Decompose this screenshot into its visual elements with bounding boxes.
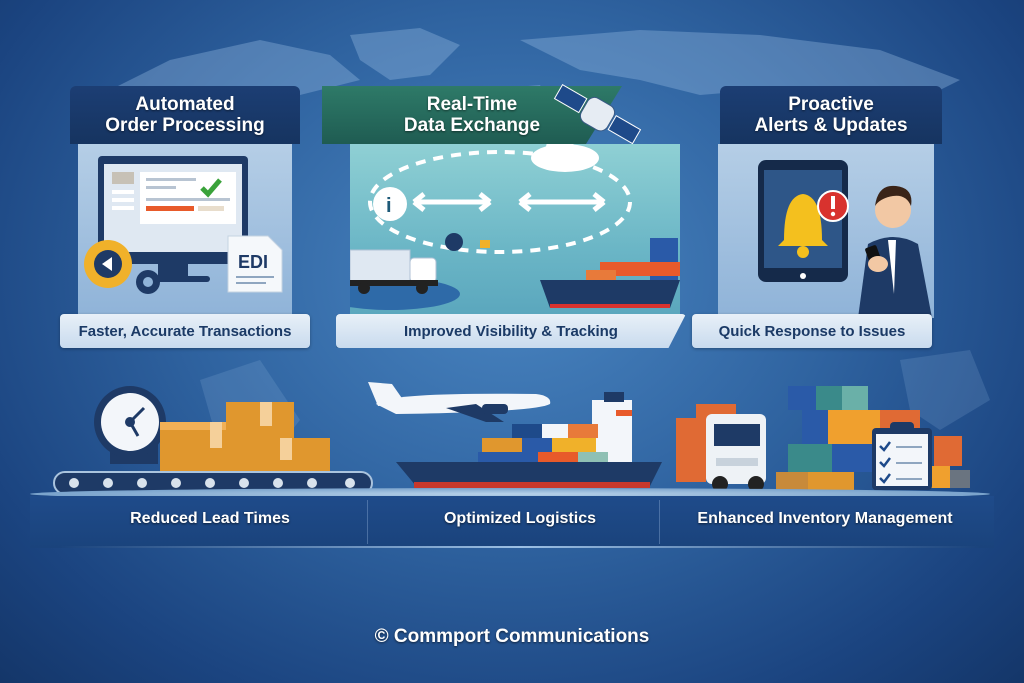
- logistics-illustration: [368, 382, 662, 488]
- businessman-with-phone: [858, 185, 932, 318]
- bidirectional-arrow-icon: [518, 192, 606, 212]
- clock-icon: [94, 386, 166, 464]
- checkmark-icon: [200, 178, 222, 198]
- panel-caption: Faster, Accurate Transactions: [60, 314, 310, 348]
- panel-caption: Improved Visibility & Tracking: [336, 314, 686, 348]
- panel-header: Automated Order Processing: [70, 86, 300, 144]
- monitor-icon: EDI: [84, 156, 283, 294]
- info-icon: i: [373, 187, 407, 221]
- panel-title-line1: Proactive: [788, 94, 874, 115]
- conveyor-belt-icon: [53, 386, 373, 495]
- gear-icon: [84, 240, 160, 294]
- panel-title-line2: Order Processing: [105, 115, 265, 136]
- containers-icon: [776, 386, 970, 492]
- cargo-ship-icon: [540, 238, 680, 308]
- satellite-icon: [553, 84, 642, 145]
- panel-real-time-data-exchange: Real-Time Data Exchange i: [322, 84, 730, 348]
- edi-document-icon: EDI: [227, 235, 283, 293]
- airplane-icon: [368, 382, 551, 422]
- svg-text:i: i: [386, 195, 392, 217]
- panel-header: Real-Time Data Exchange: [322, 86, 622, 144]
- panel-title-line2: Alerts & Updates: [754, 115, 908, 136]
- panel-illustration: [718, 144, 934, 318]
- bell-icon: [778, 194, 828, 258]
- panel-title-line1: Automated: [135, 94, 235, 115]
- copyright-footer: © Commport Communications: [374, 626, 650, 647]
- benefit-optimized-logistics: Optimized Logistics: [443, 510, 596, 527]
- panel-proactive-alerts: Proactive Alerts & Updates: [692, 86, 942, 348]
- underline-divider: [60, 546, 980, 548]
- checklist-clipboard-icon: [872, 422, 932, 490]
- panel-header: Proactive Alerts & Updates: [720, 86, 942, 144]
- divider: [659, 500, 660, 544]
- bidirectional-arrow-icon: [412, 192, 492, 212]
- panel-illustration: i: [350, 144, 680, 318]
- truck-icon: [350, 249, 438, 294]
- benefit-reduced-lead-times: Reduced Lead Times: [130, 510, 290, 527]
- alert-icon: [817, 190, 849, 222]
- panel-caption: Quick Response to Issues: [692, 314, 932, 348]
- panel-illustration: EDI: [78, 144, 292, 318]
- divider: [367, 500, 368, 544]
- semi-truck-icon: [676, 404, 766, 492]
- cloud-icon: [531, 144, 599, 172]
- benefit-enhanced-inventory: Enhanced Inventory Management: [697, 510, 953, 527]
- inventory-illustration: [676, 386, 970, 492]
- benefits-band: [30, 496, 994, 548]
- boxes-icon: [160, 402, 330, 474]
- panel-title-line1: Real-Time: [426, 94, 518, 115]
- svg-text:EDI: EDI: [238, 252, 268, 272]
- container-ship-icon: [396, 392, 662, 488]
- panel-title-line2: Data Exchange: [403, 115, 541, 136]
- panel-automated-order-processing: Automated Order Processing: [60, 86, 310, 348]
